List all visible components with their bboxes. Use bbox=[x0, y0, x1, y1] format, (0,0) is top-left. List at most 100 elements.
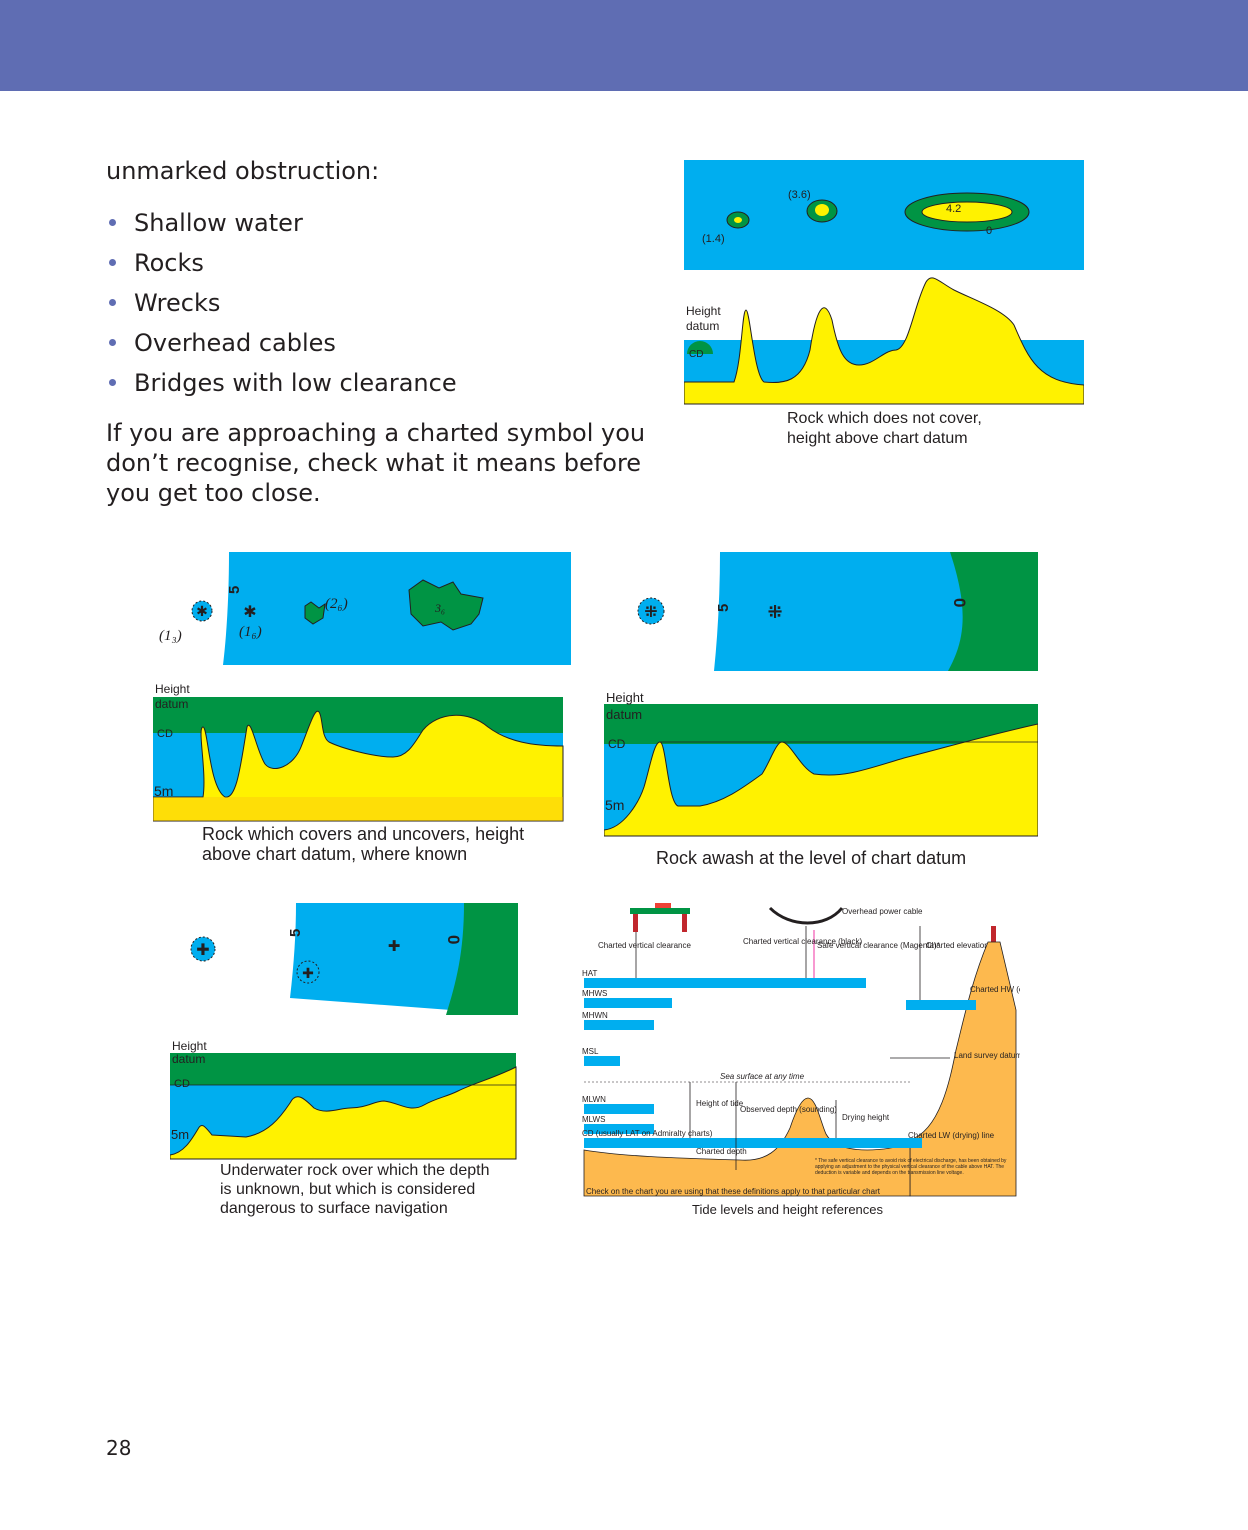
height-datum-label: datum bbox=[172, 1052, 205, 1066]
hw-label: Charted HW (coast) line bbox=[970, 985, 1020, 994]
cd-label: CD bbox=[157, 728, 173, 740]
bullet-icon bbox=[109, 379, 116, 386]
cd-label: CD bbox=[174, 1078, 190, 1090]
height-datum-label: datum bbox=[686, 319, 719, 333]
figure-rock-awash: ⁜ ⁜ 5 0 Height datum CD 5m Rock awash at… bbox=[604, 552, 1038, 868]
list-item: Rocks bbox=[106, 245, 457, 285]
rock-island bbox=[921, 201, 1013, 223]
figure-underwater-rock: ✚ ✚ ✚ 5 0 Height datum CD 5m Underwater … bbox=[170, 903, 534, 1217]
mhwn-bar bbox=[584, 1020, 654, 1030]
clearance-label: Charted vertical clearance bbox=[598, 941, 691, 950]
rock-symbol: ✚ bbox=[302, 966, 314, 982]
height-datum-label: datum bbox=[155, 697, 188, 711]
list-item: Shallow water bbox=[106, 205, 457, 245]
land-area bbox=[446, 903, 518, 1015]
bullet-icon bbox=[109, 259, 116, 266]
height-datum-label: Height bbox=[155, 682, 190, 696]
rock-awash-symbol: ⁜ bbox=[767, 602, 782, 623]
level-label: MLWS bbox=[582, 1115, 605, 1124]
rock-symbol bbox=[815, 204, 829, 216]
cd-bar bbox=[584, 1138, 922, 1148]
datum-band bbox=[170, 1053, 516, 1085]
bridge-light bbox=[655, 903, 671, 908]
rock-symbol: ✚ bbox=[388, 937, 401, 955]
cd-label: CD bbox=[689, 349, 703, 360]
contour-label: 0 bbox=[444, 935, 463, 944]
page-number: 28 bbox=[106, 1436, 132, 1460]
depth-contour-label: 5 bbox=[226, 586, 243, 594]
tide-height-label: Height of tide bbox=[696, 1099, 744, 1108]
land-datum-label: Land survey datum bbox=[954, 1051, 1020, 1060]
rock-profile bbox=[153, 710, 564, 822]
rock-symbol: ✱ bbox=[196, 604, 208, 620]
drying-height-label: (1₃) bbox=[159, 628, 182, 644]
safe-clearance-label: Safe vertical clearance (Magenta)* bbox=[817, 941, 940, 950]
lw-label: Charted LW (drying) line bbox=[908, 1131, 995, 1140]
depth-contour-label: 5 bbox=[287, 929, 304, 937]
list-item: Bridges with low clearance bbox=[106, 365, 457, 405]
figure-caption: Rock which covers and uncovers, height a… bbox=[202, 824, 525, 864]
cable-label: Overhead power cable bbox=[842, 907, 923, 916]
level-label: MHWN bbox=[582, 1011, 608, 1020]
seabed bbox=[153, 797, 563, 821]
drying-height-label: (2₆) bbox=[325, 596, 348, 612]
header-banner bbox=[0, 0, 1248, 91]
drying-label: Drying height bbox=[842, 1113, 890, 1122]
intro-text: unmarked obstruction: bbox=[106, 157, 380, 185]
overhead-cable bbox=[768, 906, 844, 925]
level-label: HAT bbox=[582, 969, 598, 978]
height-datum-label: Height bbox=[606, 690, 644, 705]
list-item: Wrecks bbox=[106, 285, 457, 325]
bullet-icon bbox=[109, 299, 116, 306]
lighthouse-icon bbox=[991, 926, 996, 942]
drying-height-label: (1₆) bbox=[239, 624, 262, 640]
figure-caption: Tide levels and height references bbox=[692, 1202, 884, 1217]
rock-profile bbox=[684, 277, 1084, 405]
bullet-icon bbox=[109, 219, 116, 226]
cd-marker bbox=[687, 341, 713, 354]
figure-caption: Underwater rock over which the depth is … bbox=[220, 1162, 490, 1217]
figure-caption: Rock which does not cover, height above … bbox=[787, 410, 982, 447]
rock-symbol bbox=[190, 936, 216, 962]
height-datum-label: datum bbox=[606, 707, 642, 722]
level-label: MSL bbox=[582, 1047, 599, 1056]
obstruction-list: Shallow water Rocks Wrecks Overhead cabl… bbox=[106, 205, 457, 405]
depth-label: 5m bbox=[605, 797, 624, 813]
rock-covers-diagram: ✱ ✱ 5 (1₃) (1₆) (2₆) 3₆ Height datum CD … bbox=[153, 552, 571, 822]
rock-symbol: ✚ bbox=[196, 940, 209, 959]
charted-depth-label: Charted depth bbox=[696, 1147, 747, 1156]
rock-profile bbox=[170, 1066, 517, 1160]
datum-band bbox=[153, 697, 563, 733]
figure-rock-covers: ✱ ✱ 5 (1₃) (1₆) (2₆) 3₆ Height datum CD … bbox=[153, 552, 571, 864]
height-label: 4.2 bbox=[946, 203, 961, 215]
bridge-pier bbox=[633, 914, 638, 932]
cd-label: CD bbox=[608, 737, 626, 751]
clearance-label: Charted vertical clearance (black) bbox=[743, 937, 862, 946]
land-area bbox=[948, 552, 1038, 671]
check-note: Check on the chart you are using that th… bbox=[586, 1187, 881, 1196]
rock-island bbox=[408, 579, 484, 631]
sounding-label: (3.6) bbox=[788, 189, 811, 201]
rock-not-cover-diagram: (3.6) 4.2 (1.4) 0 Height datum CD bbox=[684, 160, 1084, 405]
height-datum-label: Height bbox=[686, 304, 721, 318]
tide-levels-diagram: Charted vertical clearance Overhead powe… bbox=[582, 903, 1020, 1197]
mlwn-bar bbox=[584, 1104, 654, 1114]
contour-label: 0 bbox=[986, 225, 992, 237]
rock-symbol: ✱ bbox=[243, 602, 256, 621]
contour-label: 0 bbox=[950, 598, 969, 607]
coast-profile bbox=[909, 941, 1017, 1197]
sea-surface-label: Sea surface at any time bbox=[720, 1072, 805, 1081]
rock-symbol bbox=[304, 601, 326, 625]
bridge-deck bbox=[630, 908, 690, 914]
drying-height-label: 3₆ bbox=[434, 601, 445, 615]
mhws-bar bbox=[584, 998, 672, 1008]
figure-rock-not-cover: (3.6) 4.2 (1.4) 0 Height datum CD Rock w… bbox=[684, 160, 1084, 447]
rock-awash-diagram: ⁜ ⁜ 5 0 Height datum CD 5m bbox=[604, 552, 1038, 837]
figure-caption: Rock awash at the level of chart datum bbox=[656, 848, 967, 868]
body-paragraph: If you are approaching a charted symbol … bbox=[106, 419, 646, 507]
underwater-rock-diagram: ✚ ✚ ✚ 5 0 Height datum CD 5m bbox=[170, 903, 518, 1160]
rock-symbol bbox=[296, 960, 320, 984]
sounding-label: Observed depth (sounding) bbox=[740, 1105, 837, 1114]
hw-bar bbox=[906, 1000, 976, 1010]
mlws-bar bbox=[584, 1124, 654, 1134]
